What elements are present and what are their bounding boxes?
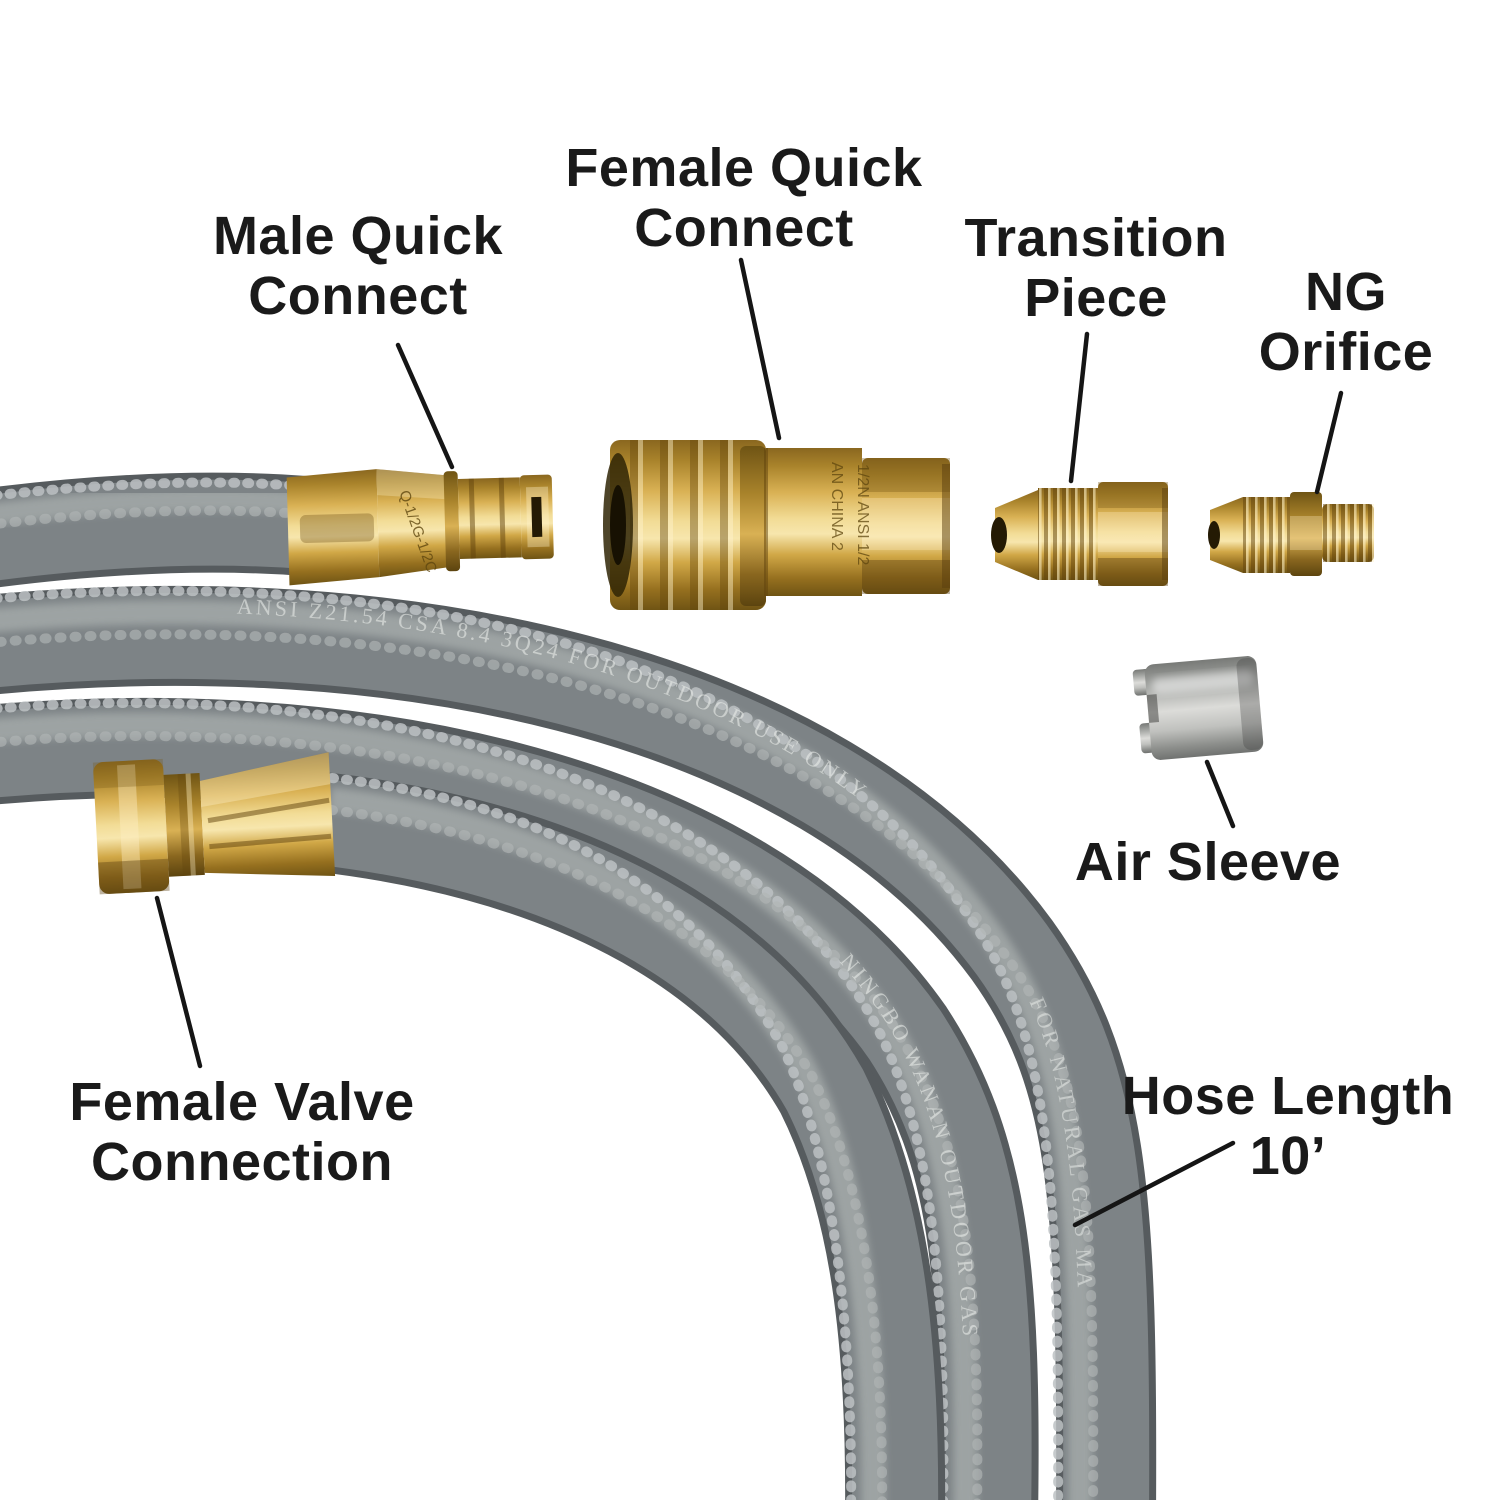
collar-grooves: [163, 773, 205, 877]
label-female-quick-connect: Female Quick Connect: [565, 138, 922, 258]
hex-nut: [93, 759, 170, 894]
stamp-collar-shade: [376, 469, 447, 500]
body-seam: [764, 448, 768, 596]
flare-cone: [995, 490, 1038, 580]
hex-facet-top: [1098, 482, 1168, 508]
label-line: Connect: [248, 266, 468, 326]
leader-female-valve-connection: [154, 895, 203, 1069]
label-line: Hose Length: [1121, 1066, 1455, 1126]
hex-end-cap: [942, 464, 950, 588]
hex-nut: [1098, 482, 1168, 586]
ferrule-flute: [209, 833, 332, 850]
label-air-sleeve: Air Sleeve: [1075, 832, 1341, 892]
threads: [1243, 497, 1290, 573]
flare-bore: [1208, 521, 1220, 549]
hose-braid: [0, 731, 983, 1500]
hex-facet-top: [92, 758, 165, 789]
label-line: Connect: [634, 198, 854, 258]
label-hose-length: Hose Length 10’: [1122, 1066, 1455, 1186]
hex-facet-top: [862, 458, 950, 492]
sleeve-slot-shadow: [1146, 694, 1160, 723]
hex-facet-bottom: [1098, 558, 1168, 586]
hex-nut: [862, 458, 950, 594]
female-qc-stamp: AN CHINA 2: [828, 462, 845, 551]
sleeve-end-shade: [1236, 657, 1264, 751]
leader-ng-orifice: [1314, 390, 1344, 495]
hex-facet-mid: [862, 498, 950, 550]
hex-corner-facet: [116, 764, 142, 890]
leader-hose-length: [1072, 1140, 1236, 1228]
ferrule-flute: [207, 797, 330, 824]
leader-male-quick-connect: [395, 342, 455, 470]
coupler-body: [766, 448, 862, 596]
hose-braid: [326, 805, 888, 1500]
label-ng-orifice: NG Orifice: [1259, 262, 1434, 382]
hex-facet-mid: [1098, 512, 1168, 552]
label-female-valve-connection: Female Valve Connection: [69, 1072, 414, 1192]
hose-braid: [0, 629, 1099, 1500]
hose-braid: [0, 585, 1064, 1500]
sleeve-lip: [740, 446, 766, 606]
ferrule-top-sheen: [199, 752, 331, 807]
label-line: Female Quick: [565, 138, 923, 198]
hex-nut: [1290, 492, 1322, 576]
threads: [1322, 504, 1374, 562]
label-line: NG: [1304, 262, 1387, 322]
label-line: Male Quick: [212, 206, 504, 266]
label-line: Connection: [91, 1132, 393, 1192]
leader-female-quick-connect: [738, 257, 782, 441]
label-line: Air Sleeve: [1074, 832, 1342, 892]
hose-coil-middle: NINGBO WANAN OUTDOOR GAS: [0, 697, 1039, 1500]
female-quick-connect-fitting: AN CHINA 2 1/2N ANSI 1/2: [603, 440, 950, 610]
socket-core: [610, 485, 626, 565]
leader-air-sleeve: [1204, 759, 1236, 829]
hose-highlight: [0, 488, 303, 525]
threads: [1038, 488, 1098, 580]
label-line: Orifice: [1258, 322, 1434, 382]
ridge-ring: [443, 471, 461, 572]
plug-tip-slot: [531, 496, 543, 538]
hose-braid: [327, 773, 857, 1500]
female-qc-stamp: 1/2N ANSI 1/2: [854, 464, 871, 565]
hose-body: [0, 479, 309, 581]
hose-highlight: [328, 787, 886, 1500]
transition-piece-fitting: [991, 482, 1168, 586]
hose-coil-inner: [316, 772, 946, 1500]
label-transition-piece: Transition Piece: [964, 208, 1227, 328]
label-male-quick-connect: Male Quick Connect: [213, 206, 503, 326]
hex-facet-bottom: [98, 858, 170, 895]
stamp-collar: [376, 469, 449, 578]
air-sleeve-part: [1132, 656, 1264, 760]
ferrule-flute: [299, 513, 375, 543]
female-valve-connection-fitting: [92, 752, 336, 895]
label-line: Female Valve: [69, 1072, 415, 1132]
sleeve-ring-grooves: [616, 440, 736, 610]
label-line: Piece: [1024, 268, 1168, 328]
flare-cone: [1210, 497, 1243, 573]
male-quick-connect-fitting: Q-1/2G-1/2C: [286, 469, 554, 586]
plug-body: [457, 477, 522, 559]
hose-braid: [0, 505, 306, 529]
flare-bore: [991, 517, 1007, 553]
sleeve-specular: [1151, 670, 1254, 694]
label-line: 10’: [1249, 1126, 1327, 1186]
hose-run-male-end: [0, 472, 309, 588]
hex-facet-bottom: [862, 560, 950, 594]
hex-facet-mid: [1290, 516, 1322, 550]
ng-orifice-fitting: [1208, 492, 1374, 576]
hex-end-cap: [1162, 488, 1168, 580]
ferrule: [286, 469, 380, 586]
label-line: Transition: [964, 208, 1228, 268]
leader-transition-piece: [1068, 331, 1090, 484]
plug-groove: [468, 478, 476, 559]
hose-braid: [0, 477, 305, 500]
plug-groove: [498, 477, 506, 558]
